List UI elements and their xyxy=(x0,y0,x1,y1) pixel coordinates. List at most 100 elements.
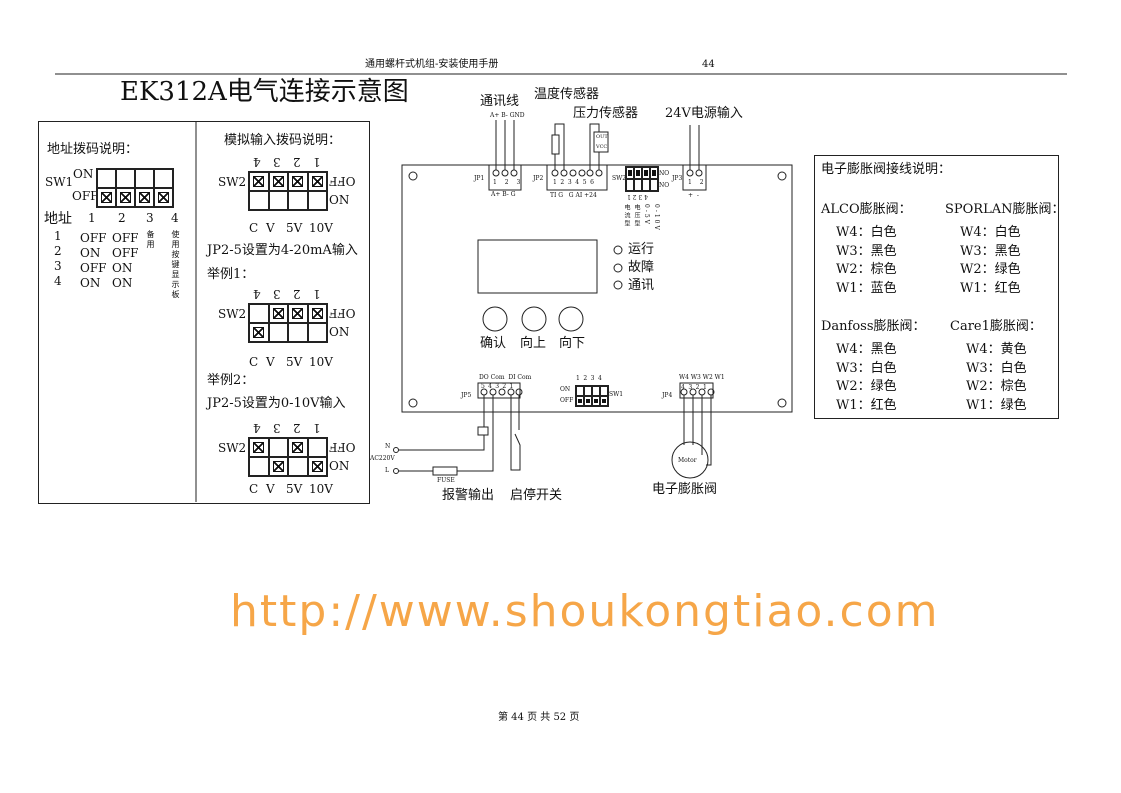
eev-wire-color: W4：白色 xyxy=(960,225,1021,240)
address-value: 4 xyxy=(54,274,62,288)
type-0-10v: 0-10V xyxy=(653,204,660,232)
eev-wire-color: W1：红色 xyxy=(960,280,1021,296)
header-page-number: 44 xyxy=(702,59,715,70)
sw2-num: 1 xyxy=(313,421,321,435)
dip-cell xyxy=(307,191,327,210)
dip-cell xyxy=(154,188,173,207)
eev-wire-color: W3：白色 xyxy=(836,360,897,376)
sw2-mode-label: C xyxy=(249,355,259,369)
dip-cell xyxy=(268,457,288,476)
dip-cell xyxy=(249,191,269,210)
sw2-mode-label: V xyxy=(266,482,275,496)
sw2-mode-label: 5V xyxy=(286,221,303,235)
jp3-pins: 1 2 xyxy=(688,179,707,186)
dip-cell xyxy=(592,386,600,396)
led-fault-label: 故障 xyxy=(628,260,655,275)
switch2-state: ON xyxy=(112,261,133,275)
col4-note: 使用按键显示板 xyxy=(171,230,180,300)
dip-cell xyxy=(135,188,154,207)
sw2-num: 2 xyxy=(293,421,301,435)
eev-wire-color: W4：黄色 xyxy=(966,342,1027,357)
address-value: 2 xyxy=(54,244,62,258)
jp4-top-labels: W4 W3 W2 W1 xyxy=(679,374,725,381)
dip-cell xyxy=(288,438,308,457)
dip-knob-icon xyxy=(158,192,169,203)
dip-cell xyxy=(307,323,327,342)
eev-wire-color: W3：黑色 xyxy=(836,243,897,259)
jp2-pins: 123456 xyxy=(553,179,598,186)
dip-cell xyxy=(249,323,269,342)
dip-cell xyxy=(116,169,135,188)
default-note: JP2-5设置为4-20mA输入 xyxy=(207,243,358,258)
sw2-mode-label: 5V xyxy=(286,355,303,369)
dip-cell xyxy=(600,396,608,406)
alarm-output-label: 报警输出 xyxy=(442,488,495,503)
analog-dip-heading: 模拟输入拨码说明： xyxy=(224,133,342,148)
jp2-bottom-labels: TI G G AI +24 xyxy=(550,192,597,199)
dip-knob-icon xyxy=(602,398,606,404)
start-stop-label: 启停开关 xyxy=(510,488,563,503)
dip-cell xyxy=(307,438,327,457)
col-3: 3 xyxy=(146,211,154,225)
dip-cell xyxy=(307,172,327,191)
dip-knob-icon xyxy=(652,169,656,177)
switch1-state: OFF xyxy=(80,231,107,245)
sensor-out: OUT xyxy=(596,134,608,140)
sw2-num: 3 xyxy=(273,287,281,301)
board-sw1-on: ON xyxy=(560,386,571,393)
dip-knob-icon xyxy=(253,442,265,453)
confirm-button: 确认 xyxy=(480,336,507,351)
eev-brand-label: ALCO膨胀阀： xyxy=(821,202,912,217)
sw1-on-label: ON xyxy=(73,167,94,181)
eev-wire-color: W4：黑色 xyxy=(836,342,897,357)
dip-knob-icon xyxy=(272,176,284,187)
sw2-mode-label: 10V xyxy=(309,482,333,496)
example2-note: JP2-5设置为0-10V输入 xyxy=(207,396,346,411)
jp3-label: JP3 xyxy=(672,175,683,182)
sw2-off-label: OFF xyxy=(329,174,356,188)
dip-knob-icon xyxy=(311,308,323,319)
jp1-label: JP1 xyxy=(474,175,485,182)
board-sw2-off: NO xyxy=(659,182,670,189)
sw2-dip-diagram xyxy=(248,171,328,211)
switch1-state: OFF xyxy=(80,261,107,275)
address-dip-heading: 地址拨码说明： xyxy=(47,142,139,157)
type-0-5v: 0-5V xyxy=(643,204,650,226)
dip-cell xyxy=(268,172,288,191)
sw2-mode-label: V xyxy=(266,355,275,369)
dip-cell xyxy=(634,167,642,179)
jp2-label: JP2 xyxy=(533,175,544,182)
dip-cell xyxy=(307,457,327,476)
sw2-num: 4 xyxy=(253,421,261,435)
board-sw1-off: OFF xyxy=(560,397,574,404)
dip-knob-icon xyxy=(636,169,640,177)
dip-cell xyxy=(288,323,308,342)
eev-wire-color: W2：棕色 xyxy=(966,379,1027,394)
sw2-mode-label: C xyxy=(249,482,259,496)
example1-label: 举例1： xyxy=(207,267,255,282)
down-button: 向下 xyxy=(559,336,586,351)
sw2-mode-label: C xyxy=(249,221,259,235)
switch2-state: ON xyxy=(112,276,133,290)
dip-cell xyxy=(650,167,658,179)
eev-wire-color: W1：蓝色 xyxy=(836,280,897,296)
dip-knob-icon xyxy=(628,169,632,177)
address-col-header: 地址 xyxy=(44,211,72,227)
dip-knob-icon xyxy=(586,398,590,404)
eev-wire-color: W4：白色 xyxy=(836,225,897,240)
dip-knob-icon xyxy=(594,398,598,404)
dip-cell xyxy=(249,457,269,476)
example2-label: 举例2： xyxy=(207,373,255,388)
switch1-state: ON xyxy=(80,276,101,290)
col-1: 1 xyxy=(88,211,96,225)
jp5-pins: 54321 xyxy=(481,383,517,390)
dip-cell xyxy=(584,396,592,406)
address-value: 1 xyxy=(54,229,62,243)
dip-cell xyxy=(249,172,269,191)
sw2-label: SW2 xyxy=(218,307,247,321)
dip-cell xyxy=(307,304,327,323)
board-sw2-nums: 4 3 2 1 xyxy=(627,193,648,200)
dip-knob-icon xyxy=(120,192,131,203)
page-title: EK312A电气连接示意图 xyxy=(120,77,409,107)
dip-cell xyxy=(576,386,584,396)
